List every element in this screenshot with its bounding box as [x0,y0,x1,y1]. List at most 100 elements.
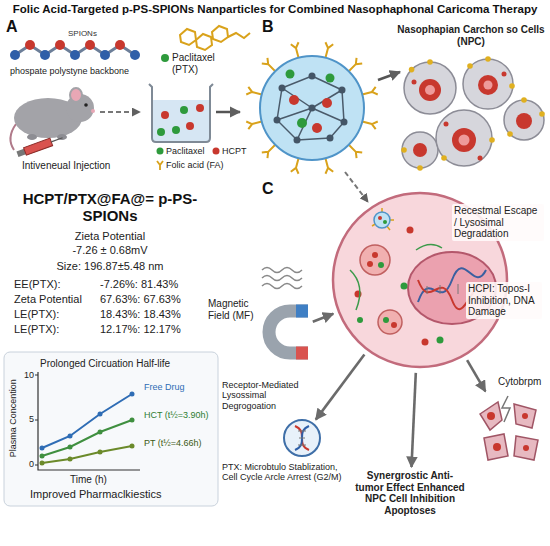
text-slot: HCPI: Topos-I Inhibition, DNA Damage [466,282,542,319]
outcome-unit: Receptor-Mediated Lysossimal Degrogoatio… [222,380,352,505]
drug-beaker [180,106,188,114]
polymer-backbone [25,40,35,50]
cells-shape [484,81,493,90]
callout-text: HCPI: Topos-I Inhibition, DNA Damage [466,282,542,319]
nanoparticle [286,70,295,79]
cells-shape [504,100,544,140]
table-cell: 12.17%: 12.17% [100,323,210,336]
cells-shape [509,83,515,89]
outcome-text: PTX: Microbtulo Stablization, Cell Cycle… [222,462,346,483]
frag-shape [493,443,501,451]
folate-symbol [157,161,163,170]
nanoparticle [309,73,316,80]
nanoparticle [339,87,346,94]
cells-shape [452,128,476,152]
nanoparticle [341,119,348,126]
cells-shape [463,59,513,109]
outcome-box: Synergrostic Anti-tumor Effect Enhanced … [354,470,466,532]
pk-chart [42,394,132,448]
pk-chart [130,444,135,449]
nanoparticle [297,118,307,128]
magnet-shape [296,305,308,318]
cell-shape [367,261,373,267]
cell-group: Nasophapian Carchon so Cells (NPC) [395,24,547,176]
cells-shape [402,59,544,168]
text-slot: phospate polystyne backbone [10,66,150,76]
nanoparticle [277,88,282,120]
cells-shape [419,79,441,101]
nanoparticle [294,137,301,144]
flow-arrow [412,373,416,467]
group-heading: Nasophapian Carchon so Cells (NPC) [395,24,547,47]
cells-shape [521,97,527,103]
drug-beaker [149,84,213,142]
text-slot: Receptor-Mediated Lysossimal Degrogoatio… [222,380,314,411]
frag-shape [487,412,495,420]
cells-shape [478,75,498,95]
cells-shape [502,72,507,77]
property-value: Size: 196.87±5.48 nm [10,260,210,273]
field-waves [262,284,302,289]
icon-shape [282,418,322,458]
flow-arrow [316,355,365,420]
pk-chart [98,450,103,455]
cells-shape [417,165,423,171]
cells-shape [412,72,507,161]
magnet-shape [296,347,308,360]
nanoparticle [282,88,312,108]
mouse [84,103,88,107]
axis-title: Plasma Concention [8,378,18,458]
part-label: Paclitaxel [166,146,216,156]
process-arrow [216,111,240,114]
pk-chart [130,392,135,397]
paclitaxel-molecule [228,33,250,38]
panel-letter: C [262,180,282,198]
series-label: PT (t½=4.66h) [144,438,216,448]
icon-shape [298,431,306,432]
icon-shape [295,426,309,450]
cells-shape [459,135,470,146]
paclitaxel-dot [161,54,169,62]
table-cell: EE(PTX): [14,278,99,291]
pk-chart [40,461,45,466]
cell-shape [422,339,429,346]
drug-beaker [152,100,210,142]
diagram-title: Folic Acid-Targeted p-PS-SPIONs Nanparti… [5,3,545,16]
legend-dot [157,148,164,155]
frag-shape [502,396,510,422]
pk-chart [130,418,135,423]
cell-shape [416,244,442,250]
drug-beaker [196,104,204,112]
syringe [16,134,64,158]
text-slot: B [262,18,282,36]
cell-shape [440,285,441,294]
text-slot: Plasma Concention [8,378,18,458]
frag-shape [514,404,536,428]
pk-chart [40,454,45,459]
text-slot: Time (h) [70,474,150,486]
chart-caption: Improved Pharmaclkiestics [30,488,210,501]
nanoparticle [309,105,316,112]
uptake-arrow [345,172,368,202]
cell-shape [437,337,444,344]
cells-shape [467,63,473,69]
part-label: Folic acid (FA) [166,160,246,170]
paclitaxel-molecule [212,26,228,42]
nanoparticle [289,95,299,105]
magnet-shape [260,295,310,370]
icon-shape [299,438,305,439]
mouse [10,88,95,150]
nanoparticle [246,42,378,174]
mouse [91,109,95,113]
text-slot: 10 [14,370,34,380]
chart-title: Prolonged Circuation Half-life [40,358,210,370]
polymer-backbone [40,50,50,60]
paclitaxel-molecule [196,34,212,50]
nanoparticle [274,117,281,124]
cells-shape [401,147,407,153]
drug-beaker [149,84,213,142]
frag-shape [514,436,538,460]
part-label: Paclitaxel (PTX) [172,52,232,75]
drug-beaker [161,111,169,119]
process-arrow [378,72,400,80]
